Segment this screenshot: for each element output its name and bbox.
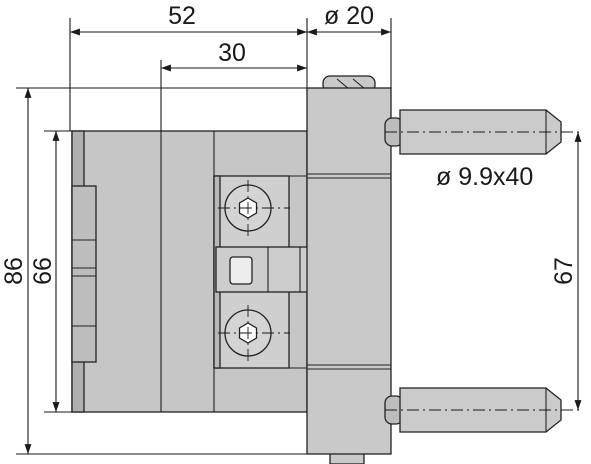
- dimension-86-label: 86: [0, 257, 28, 285]
- housing-tabs: [71, 185, 97, 363]
- dimension-diameter-20-label: ø 20: [324, 2, 374, 30]
- dimension-52: 52: [69, 2, 308, 131]
- dimension-30: 30: [160, 39, 307, 131]
- dimension-52-label: 52: [168, 2, 196, 30]
- dimension-67-label: 67: [550, 257, 578, 285]
- dimension-66-label: 66: [29, 257, 57, 285]
- dimension-66: 66: [29, 130, 72, 413]
- hinge-barrel: [306, 75, 392, 464]
- dimension-diameter-20: ø 20: [307, 2, 392, 88]
- dimension-pin-label: ø 9.9x40: [436, 163, 533, 191]
- dimension-86: 86: [0, 87, 307, 455]
- dimension-67: 67: [550, 132, 582, 410]
- dimension-pin: ø 9.9x40: [436, 163, 533, 191]
- dimension-30-label: 30: [218, 39, 246, 67]
- center-lines: [218, 131, 580, 411]
